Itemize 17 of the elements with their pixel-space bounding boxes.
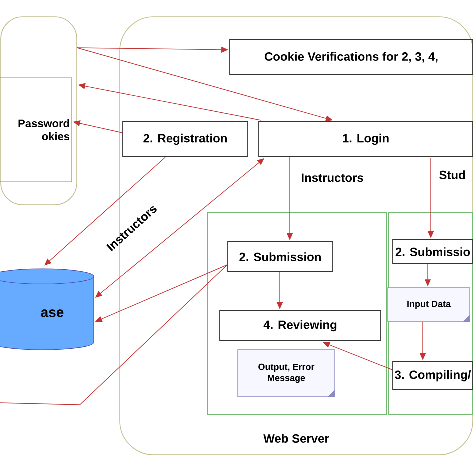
- database-cylinder: ase: [0, 268, 94, 350]
- process-box: 4. Reviewing: [220, 310, 382, 342]
- process-box: 1. Login: [258, 122, 474, 158]
- arrow: [323, 342, 393, 370]
- document-box: Input Data: [388, 288, 470, 322]
- panel-box: [208, 212, 388, 416]
- process-box: 2. Registration: [122, 122, 248, 158]
- process-box: 3. Compiling/: [392, 362, 474, 390]
- process-box: 2. Submission: [228, 242, 334, 272]
- client-box: [0, 16, 78, 206]
- arrow: [44, 157, 166, 266]
- process-box: Cookie Verifications for 2, 3, 4,: [230, 40, 474, 76]
- edge-label: Instructors: [300, 172, 365, 184]
- process-box: 2. Submissio: [392, 240, 474, 264]
- info-box: Password okies: [0, 78, 72, 182]
- edge-label: Stud: [438, 170, 467, 180]
- document-box: Output, Error Message: [238, 350, 336, 398]
